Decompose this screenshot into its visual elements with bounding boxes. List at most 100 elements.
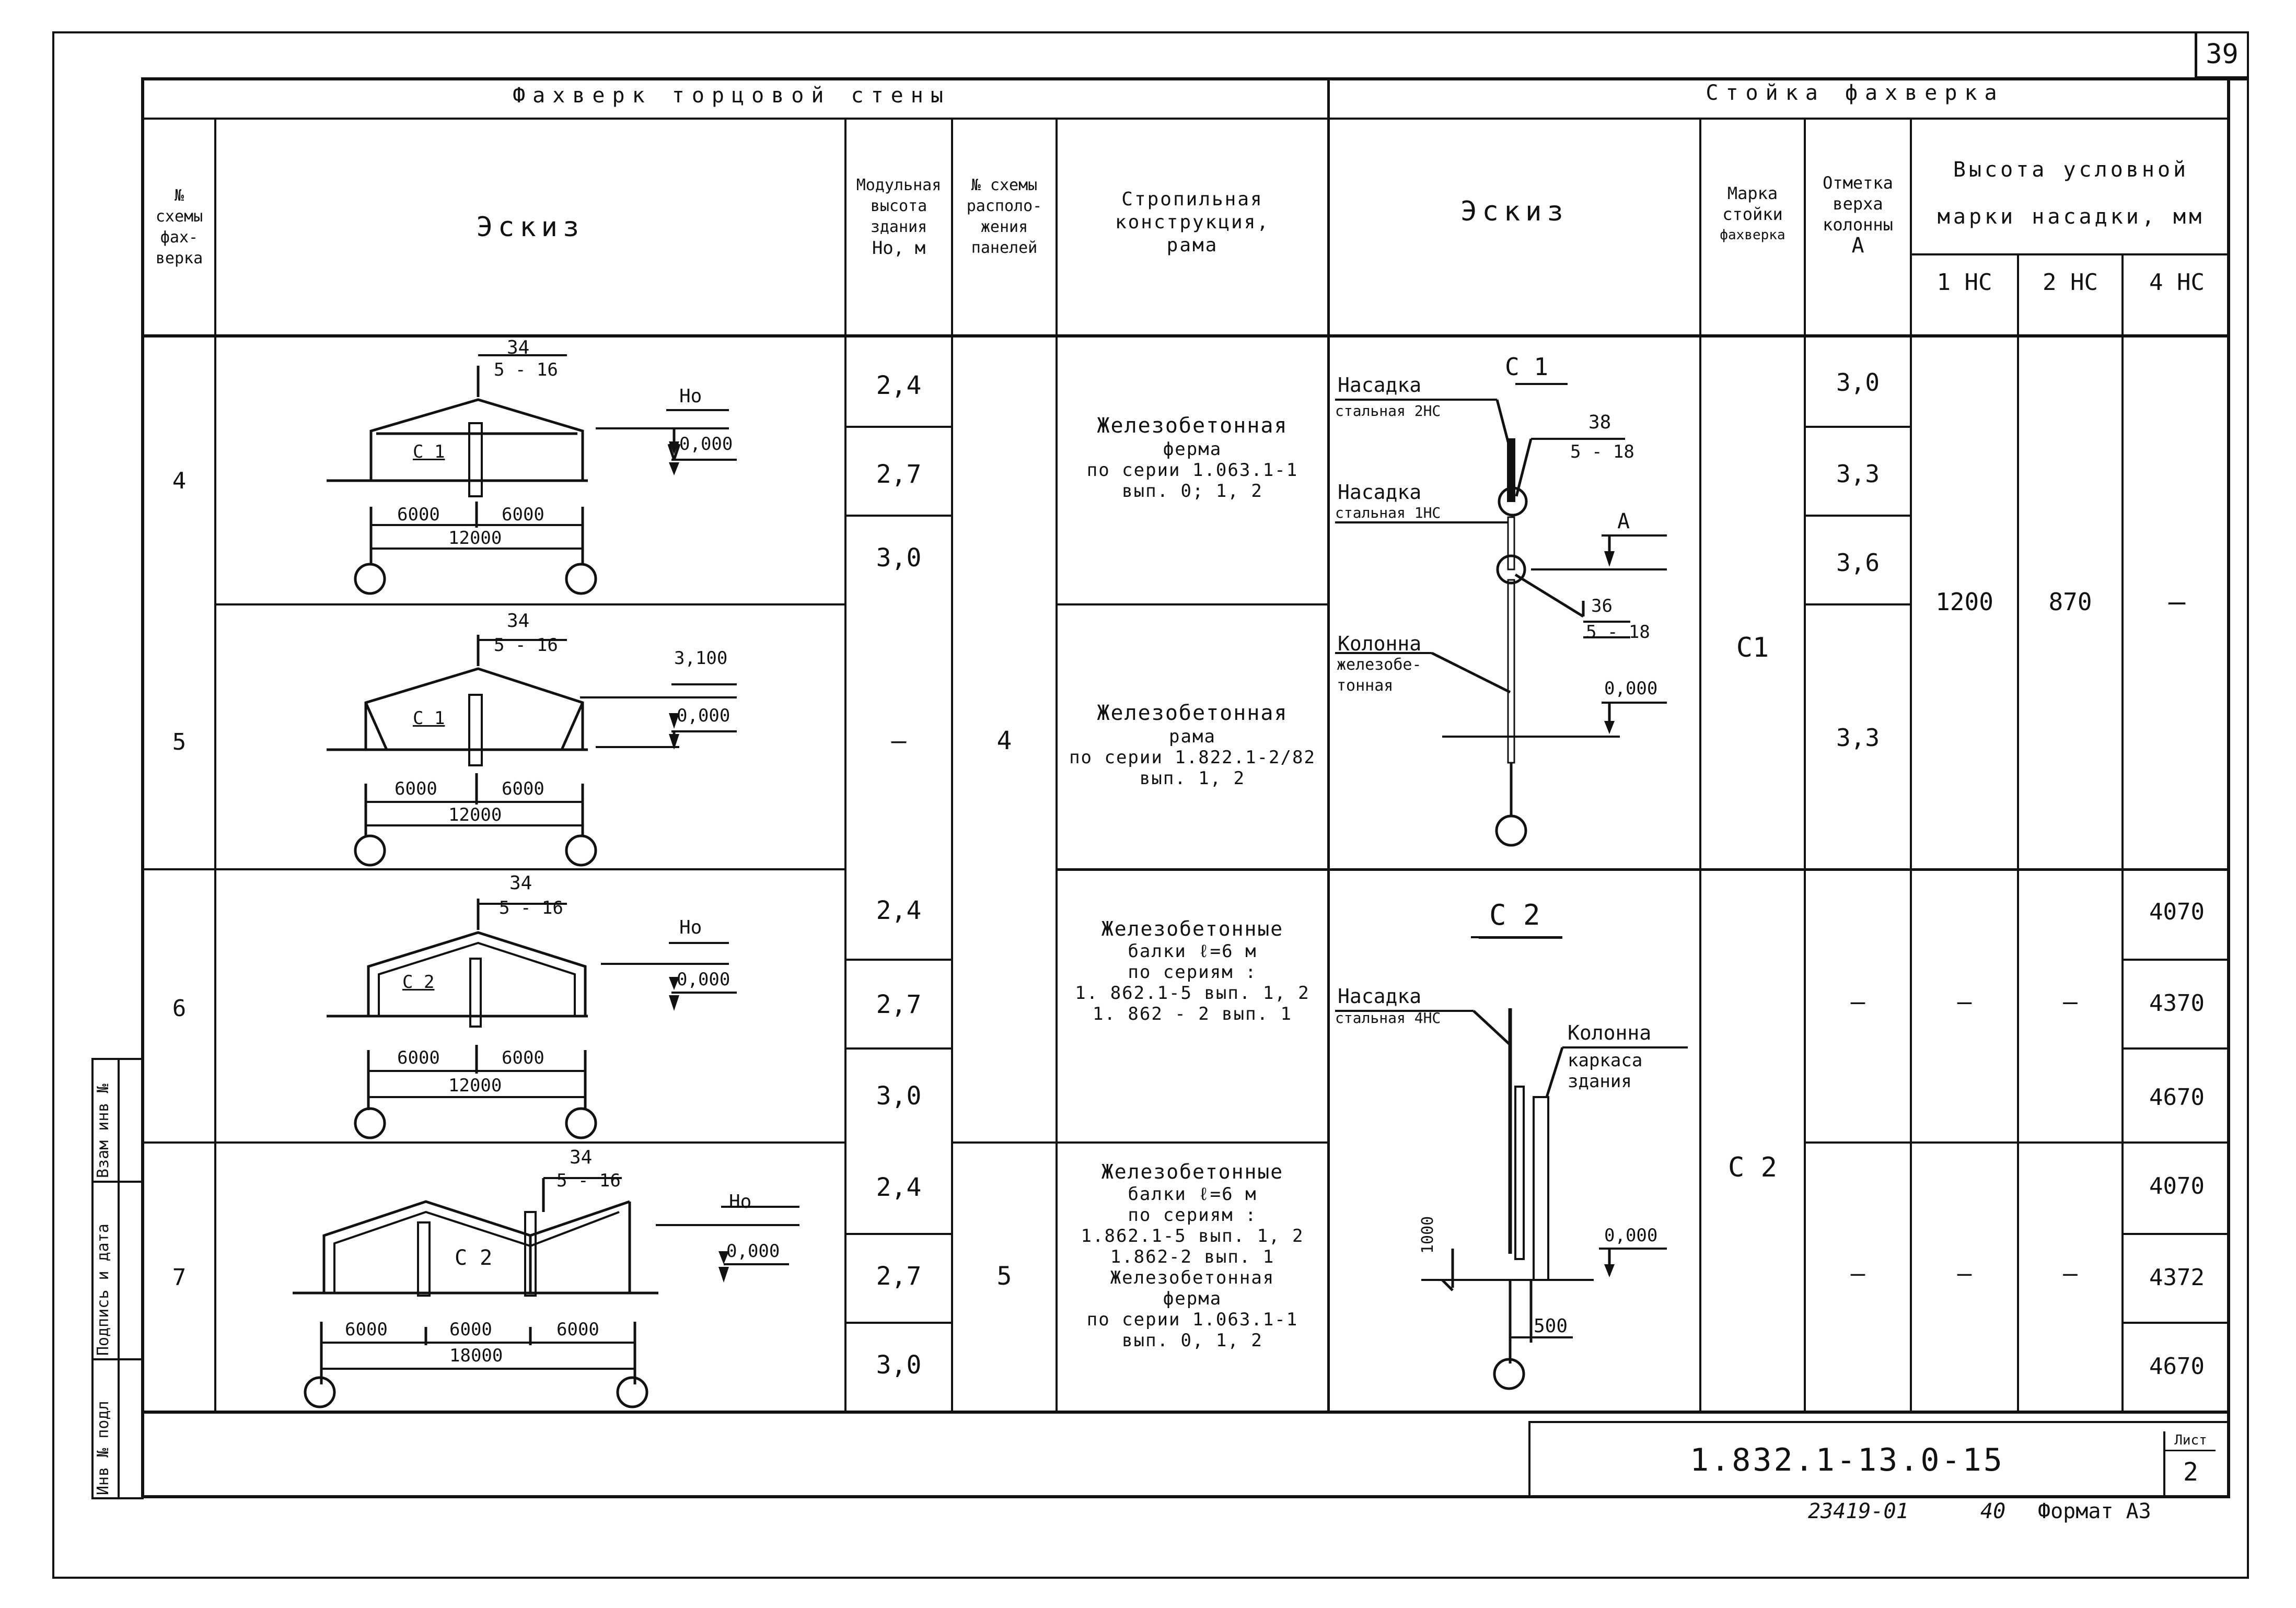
title-block-top	[1528, 1421, 2230, 1423]
nozzle-1-c2-a: —	[1957, 987, 1972, 1016]
header-panel-scheme: № схемы располо- жения панелей	[953, 175, 1056, 259]
nozzle-2-c2-a: —	[2063, 987, 2078, 1016]
header-ps-l2: располо-	[966, 197, 1042, 215]
c2-column-l2: каркаса	[1568, 1050, 1643, 1071]
footer-number: 23419-01	[1808, 1499, 1909, 1523]
header-column-mark: Отметка верха колонны А	[1806, 172, 1910, 256]
c1-column-l1: Колонна	[1338, 632, 1422, 655]
col-line-2	[844, 118, 846, 1413]
c2-title: С 2	[1489, 899, 1540, 931]
height-5: —	[891, 726, 907, 755]
header-nozzle-4: 4 НС	[2149, 269, 2205, 296]
col-line-1	[214, 118, 216, 1413]
table-bottom	[141, 1495, 2230, 1498]
structure-7-l3: по сериям :	[1128, 1205, 1257, 1226]
c2-nozzle-l1: Насадка	[1338, 985, 1422, 1008]
n4-sub-3	[2121, 1233, 2230, 1235]
footer-format: Формат А3	[2038, 1499, 2151, 1523]
h-sub-4	[844, 1047, 951, 1050]
header-group-line	[141, 118, 2230, 120]
structure-5: Железобетонная рама по серии 1.822.1-2/8…	[1058, 700, 1327, 789]
header-bottom-line	[141, 334, 2230, 337]
height-6-c: 3,0	[876, 1081, 922, 1111]
c2-nozzle-l2: стальная 4НС	[1335, 1009, 1441, 1027]
title-block-sheet-mid	[2163, 1450, 2216, 1451]
header-scheme-no-l1: №	[174, 187, 184, 205]
header-st-l2: конструкция,	[1115, 212, 1270, 233]
header-st-l1: Стропильная	[1121, 189, 1263, 210]
structure-7-l1: Железобетонные	[1101, 1160, 1284, 1183]
r5-total: 12000	[448, 805, 502, 825]
header-pm-l2: стойки	[1722, 204, 1783, 224]
table-data-bottom	[141, 1411, 2230, 1414]
structure-4-l3: по серии 1.063.1-1	[1086, 460, 1298, 481]
c1-node2-mark: 36	[1591, 596, 1613, 616]
r4-node: 5 - 16	[494, 359, 558, 380]
table-left	[141, 77, 144, 1495]
a-sub-1	[1804, 426, 1910, 428]
structure-7-l6: Железобетонная	[1110, 1267, 1275, 1288]
r4-mark: 34	[507, 337, 530, 358]
r4-level-zero: 0,000	[679, 434, 733, 455]
row-sep-6-7-c	[1804, 1141, 2230, 1144]
title-block-sheet-left	[2163, 1431, 2165, 1497]
stamp-bottom	[91, 1497, 144, 1499]
table-right	[2227, 77, 2230, 1495]
panel-sep	[951, 1141, 1056, 1144]
a-sub-2	[1804, 515, 1910, 517]
row-sep-6-7-b	[1056, 1141, 1327, 1144]
post-mark-c1: С1	[1736, 632, 1769, 663]
nozzle-4-r5: 4372	[2149, 1264, 2205, 1291]
r7-mark: 34	[570, 1147, 593, 1168]
r5-span-2: 6000	[502, 778, 544, 799]
r7-node: 5 - 16	[556, 1170, 621, 1191]
outer-frame-left	[52, 31, 54, 1578]
structure-4-l4: вып. 0; 1, 2	[1122, 481, 1263, 502]
height-4-c: 3,0	[876, 543, 922, 573]
header-pm-l1: Марка	[1727, 183, 1778, 203]
header-nozzle-2: 2 НС	[2043, 269, 2098, 296]
col-line-5	[1327, 77, 1330, 1413]
group-header-right: Стойка фахверка	[1706, 81, 2004, 105]
c1-node2-node: 5 - 18	[1586, 622, 1650, 643]
scheme-7: 7	[172, 1264, 187, 1291]
row-sep-6-7	[141, 1141, 846, 1144]
nozzle-sub-line	[1910, 253, 2230, 255]
outer-frame-bottom	[52, 1577, 2249, 1579]
c1-level-zero: 0,000	[1604, 678, 1658, 699]
col-line-7	[1804, 118, 1806, 1413]
col-line-3	[951, 118, 953, 1413]
header-post-sketch: Эскиз	[1460, 196, 1569, 227]
header-nh-l2: марки насадки, мм	[1937, 205, 2205, 229]
nozzle-4-r4: 4070	[2149, 1173, 2205, 1199]
r6-span-1: 6000	[397, 1047, 440, 1068]
col-top-2: 3,3	[1836, 460, 1880, 488]
r6-level-zero: 0,000	[677, 969, 730, 990]
sketch-row-6	[327, 899, 737, 1139]
structure-4-l1: Железобетонная	[1097, 414, 1288, 438]
sheet-box-left	[2195, 31, 2197, 78]
header-post-mark: Марка стойки фахверка	[1701, 183, 1804, 246]
row-sep-4-5-b	[1056, 603, 1327, 605]
structure-5-l2: рама	[1169, 726, 1216, 747]
structure-6-l4: 1. 862.1-5 вып. 1, 2	[1075, 983, 1310, 1004]
r7-span-1: 6000	[345, 1319, 388, 1340]
sheet-value: 2	[2183, 1458, 2198, 1487]
header-scheme-no-l3: фах-	[160, 228, 199, 247]
sheet-number: 39	[2206, 39, 2239, 70]
header-st-l3: рама	[1166, 235, 1219, 256]
title-block-left	[1528, 1421, 1530, 1497]
c1-node1-mark: 38	[1588, 412, 1611, 433]
h-sub-6	[844, 1322, 951, 1324]
r7-level-zero: 0,000	[726, 1241, 780, 1262]
r4-total: 12000	[448, 528, 502, 549]
scheme-6: 6	[172, 995, 187, 1022]
header-cm-l1: Отметка	[1823, 173, 1893, 193]
r7-total: 18000	[449, 1345, 503, 1366]
r5-span-1: 6000	[395, 778, 437, 799]
stamp-sep-1	[91, 1181, 144, 1183]
stamp-podpis: Подпись и дата	[94, 1224, 112, 1356]
r7-post: С 2	[455, 1246, 493, 1270]
row-sep-4-5	[214, 603, 846, 605]
h-sub-3	[844, 959, 951, 961]
